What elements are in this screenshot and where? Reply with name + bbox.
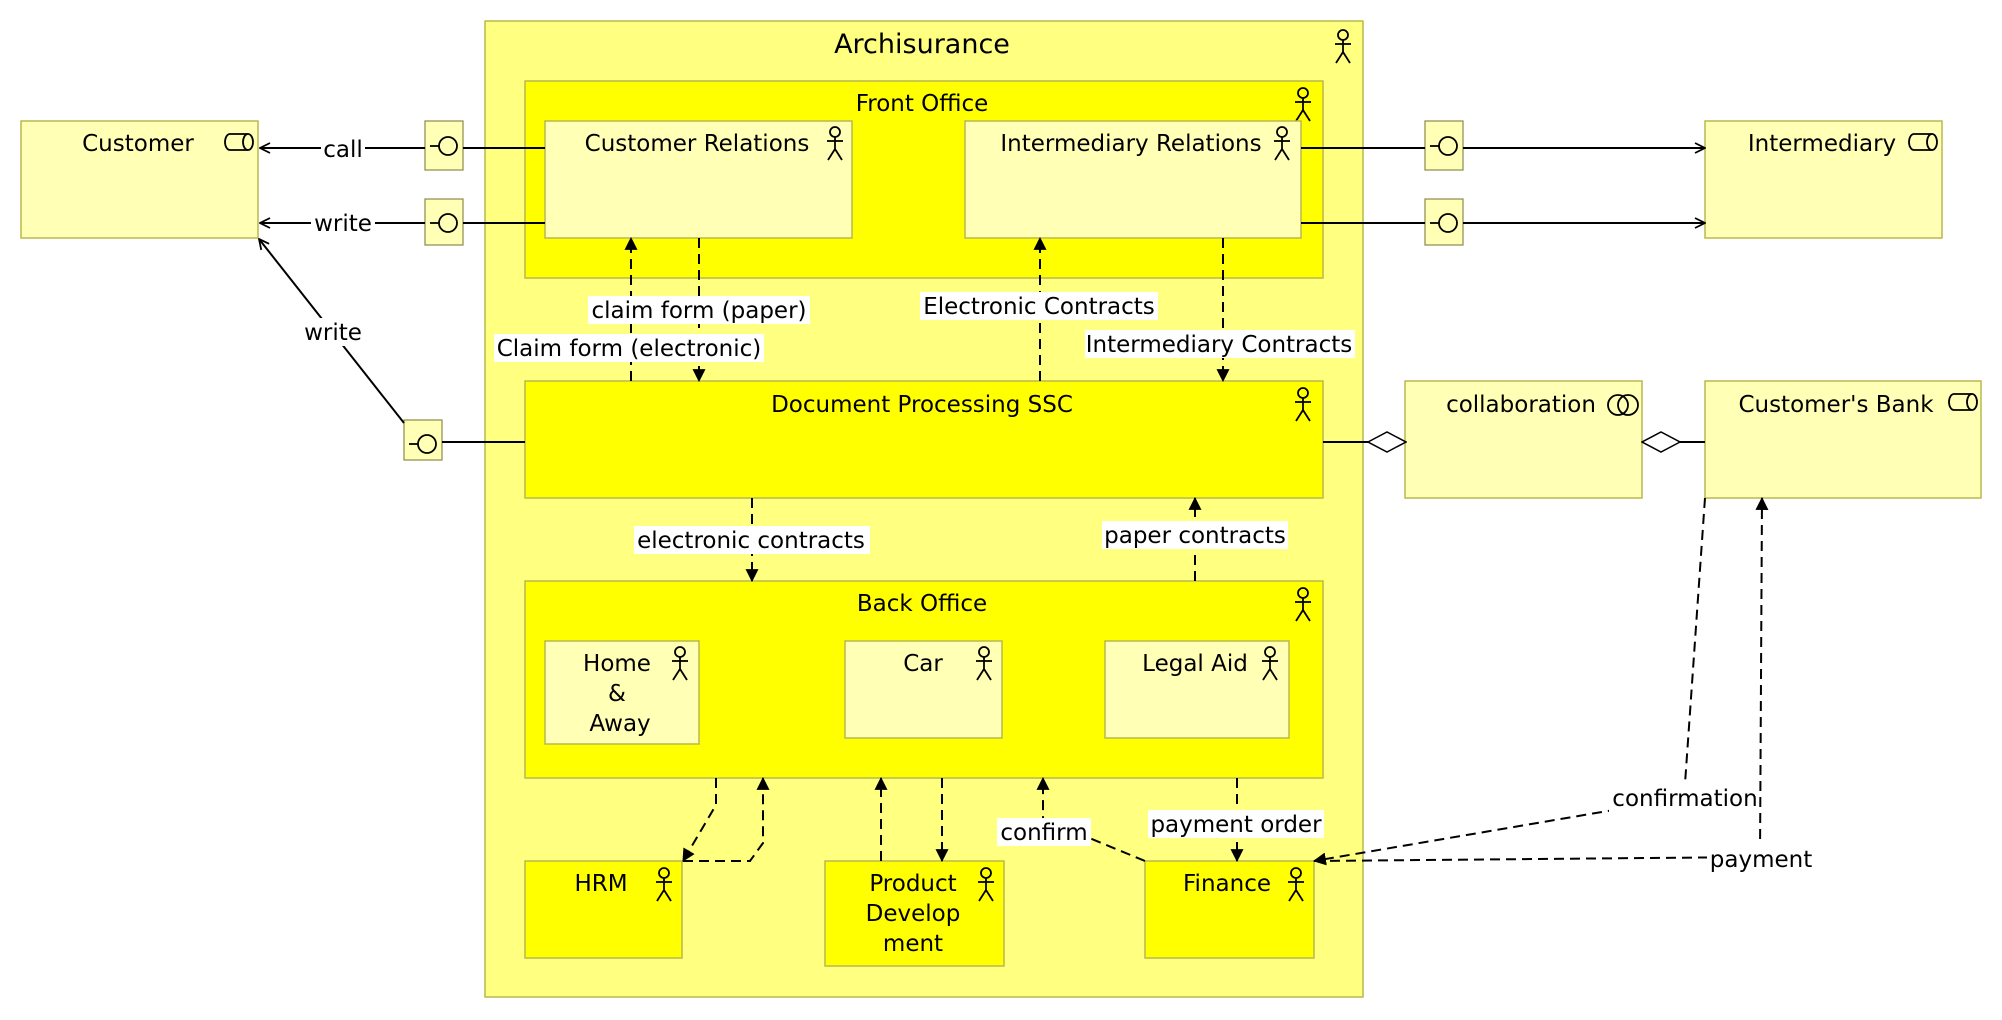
legal-aid-box[interactable]: Legal Aid xyxy=(1104,640,1290,739)
interface-icon xyxy=(1430,136,1458,156)
edge-label-confirm: confirm xyxy=(1000,820,1087,846)
edge-label-write-1: write xyxy=(314,211,372,237)
finance-label: Finance xyxy=(1183,871,1271,897)
intermediary-relations-label: Intermediary Relations xyxy=(1000,131,1261,157)
edge-payment-order: payment order xyxy=(1148,778,1324,863)
role-icon xyxy=(1908,133,1938,151)
actor-icon xyxy=(976,646,992,681)
actor-icon xyxy=(978,867,994,902)
edge-electronic-contracts-lower: electronic contracts xyxy=(634,498,870,583)
edge-electronic-contracts-upper: Electronic Contracts xyxy=(920,236,1158,381)
edge-paper-contracts: paper contracts xyxy=(1102,496,1288,581)
collaboration-box[interactable]: collaboration xyxy=(1404,380,1643,499)
product-development-box[interactable]: Product Develop ment xyxy=(824,860,1005,967)
actor-icon xyxy=(656,867,672,902)
customer-label: Customer xyxy=(82,131,194,157)
actor-icon xyxy=(1274,126,1290,161)
legal-aid-label: Legal Aid xyxy=(1142,651,1248,677)
home-away-line-1: Home xyxy=(583,651,651,677)
edge-label-electronic-contracts-lower: electronic contracts xyxy=(637,528,865,554)
interface-port-call[interactable] xyxy=(424,120,464,171)
intermediary-box[interactable]: Intermediary xyxy=(1704,120,1943,239)
edge-confirmation: confirmation xyxy=(1312,497,1761,866)
car-label: Car xyxy=(903,651,943,677)
actor-icon xyxy=(672,646,688,681)
collaboration-label: collaboration xyxy=(1446,392,1596,418)
hrm-box[interactable]: HRM xyxy=(524,860,683,959)
interface-port-intermediary-1[interactable] xyxy=(1424,120,1464,171)
customer-relations-label: Customer Relations xyxy=(585,131,810,157)
document-processing-box[interactable]: Document Processing SSC xyxy=(524,380,1324,499)
edge-label-payment-order: payment order xyxy=(1150,812,1322,838)
intermediary-label: Intermediary xyxy=(1748,131,1896,157)
product-development-line-2: Develop xyxy=(866,901,961,927)
actor-icon xyxy=(1262,646,1278,681)
edge-label-electronic-contracts-upper: Electronic Contracts xyxy=(923,294,1155,320)
front-office-label: Front Office xyxy=(856,91,989,117)
document-processing-label: Document Processing SSC xyxy=(771,392,1073,418)
home-away-line-3: Away xyxy=(589,711,650,737)
edge-backoffice-product-dev xyxy=(874,776,949,863)
edge-intermediary-contracts: Intermediary Contracts xyxy=(1085,238,1355,383)
interface-icon xyxy=(430,136,458,156)
edge-write-1: write xyxy=(260,209,545,237)
car-box[interactable]: Car xyxy=(844,640,1003,739)
edge-label-claim-form-paper: claim form (paper) xyxy=(591,298,806,324)
edge-label-intermediary-contracts: Intermediary Contracts xyxy=(1086,332,1353,358)
interface-icon xyxy=(1430,213,1458,233)
interface-port-write-2[interactable] xyxy=(403,419,443,461)
edge-confirm: confirm xyxy=(997,776,1146,862)
home-away-box[interactable]: Home & Away xyxy=(544,640,700,745)
actor-icon xyxy=(827,126,843,161)
interface-icon xyxy=(430,213,458,233)
edge-label-claim-form-electronic: Claim form (electronic) xyxy=(497,336,762,362)
collaboration-icon xyxy=(1607,394,1639,416)
edge-backoffice-hrm xyxy=(682,776,770,862)
product-development-line-1: Product xyxy=(869,871,956,897)
actor-icon xyxy=(1295,87,1311,122)
role-icon xyxy=(224,133,254,151)
back-office-label: Back Office xyxy=(857,591,987,617)
edge-label-paper-contracts: paper contracts xyxy=(1104,523,1286,549)
edge-label-write-2: write xyxy=(304,320,362,346)
archisurance-title: Archisurance xyxy=(834,29,1010,60)
actor-icon xyxy=(1295,587,1311,622)
intermediary-relations-box[interactable]: Intermediary Relations xyxy=(964,120,1302,239)
customer-relations-box[interactable]: Customer Relations xyxy=(544,120,853,239)
interface-port-write-1[interactable] xyxy=(424,198,464,246)
finance-box[interactable]: Finance xyxy=(1144,860,1315,959)
interface-icon xyxy=(409,434,437,454)
customers-bank-label: Customer's Bank xyxy=(1738,392,1934,418)
hrm-label: HRM xyxy=(574,871,627,897)
edge-call: call xyxy=(260,134,545,163)
interface-port-intermediary-2[interactable] xyxy=(1424,198,1464,246)
product-development-line-3: ment xyxy=(883,931,943,957)
actor-icon xyxy=(1295,387,1311,422)
edge-write-2: write xyxy=(259,239,525,443)
edge-label-call: call xyxy=(323,137,363,163)
edge-label-confirmation: confirmation xyxy=(1612,786,1757,812)
role-icon xyxy=(1948,393,1978,411)
home-away-line-2: & xyxy=(608,681,626,707)
customers-bank-box[interactable]: Customer's Bank xyxy=(1704,380,1982,499)
edge-payment: payment xyxy=(1313,496,1817,873)
customer-box[interactable]: Customer xyxy=(20,120,259,239)
actor-icon xyxy=(1335,29,1351,64)
edge-label-payment: payment xyxy=(1710,847,1812,873)
actor-icon xyxy=(1288,867,1304,902)
